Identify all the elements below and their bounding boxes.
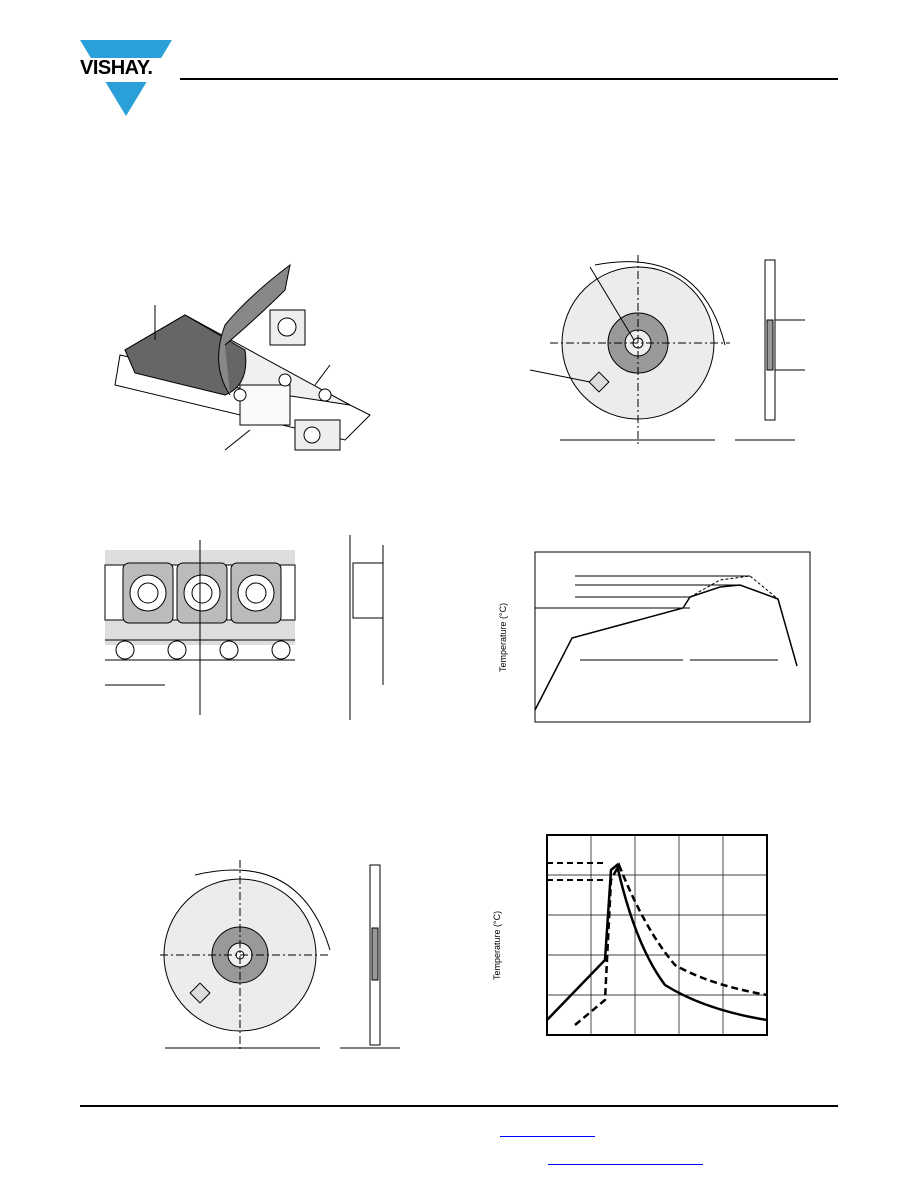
wave-y-axis-label: Temperature (°C) bbox=[492, 910, 502, 980]
footer-link-1[interactable] bbox=[500, 1122, 595, 1137]
reflow-y-axis-label: Temperature (°C) bbox=[498, 602, 508, 672]
vishay-triangle-icon bbox=[80, 40, 172, 116]
reel-drawing-top bbox=[529, 255, 805, 445]
tape-perspective-drawing bbox=[114, 263, 371, 451]
footer-rule bbox=[80, 1105, 838, 1107]
header-rule bbox=[180, 78, 838, 80]
tape-top-view-drawing bbox=[104, 535, 384, 720]
logo-text: VISHAY. bbox=[80, 57, 153, 79]
footer-link-2[interactable] bbox=[548, 1150, 703, 1165]
wave-soldering-chart bbox=[546, 834, 768, 1036]
vishay-logo: VISHAY. bbox=[80, 40, 172, 116]
reflow-profile-chart bbox=[534, 551, 811, 723]
reel-drawing-bottom bbox=[160, 860, 400, 1050]
